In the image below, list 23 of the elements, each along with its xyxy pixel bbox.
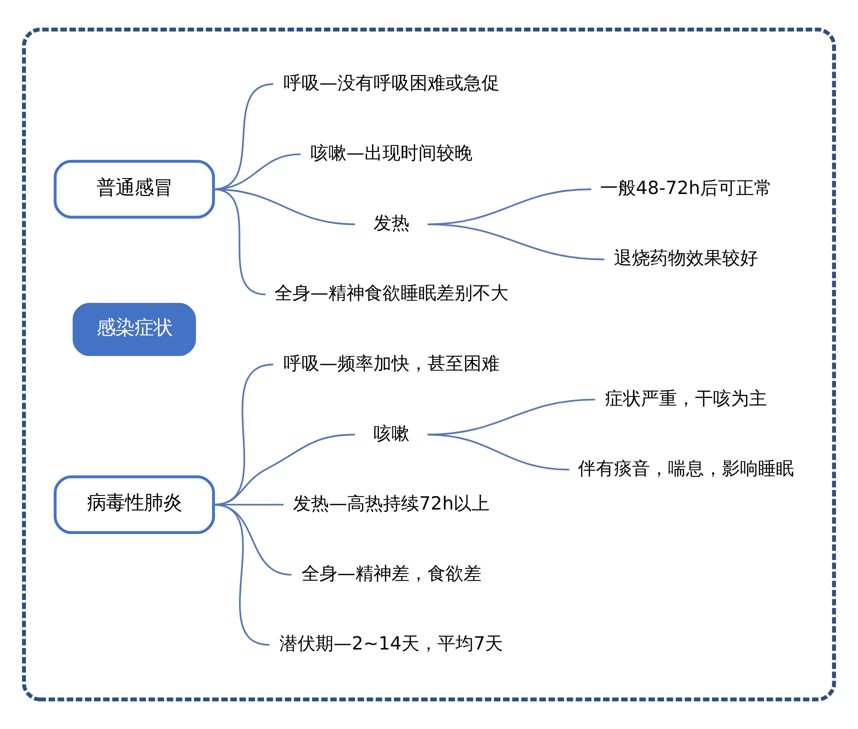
connector xyxy=(213,83,274,190)
connector xyxy=(428,188,592,226)
node-box: 病毒性肺炎 xyxy=(54,475,215,534)
node-text: 伴有痰音，喘息，影响睡眠 xyxy=(578,458,794,480)
connector xyxy=(213,188,266,296)
node-text: 咳嗽—出现时间较晚 xyxy=(310,143,472,164)
node-box: 普通感冒 xyxy=(54,160,215,219)
node-box: 感染症状 xyxy=(72,302,196,356)
node-text: 发热 xyxy=(373,213,410,234)
node-text: 呼吸—频率加快，甚至困难 xyxy=(283,353,500,374)
connector xyxy=(213,364,274,506)
cluster xyxy=(22,28,836,702)
node-text: 发热—高热持续72h以上 xyxy=(292,494,490,515)
node-text: 退烧药物效果较好 xyxy=(614,248,758,270)
node-text: 咳嗽 xyxy=(373,423,410,444)
node-text: 潜伏期—2~14天，平均7天 xyxy=(280,634,504,655)
node-text: 全身—精神食欲睡眠差别不大 xyxy=(274,283,508,304)
connector xyxy=(213,434,356,506)
node-text: 症状严重，干咳为主 xyxy=(605,388,768,410)
connector xyxy=(428,398,596,436)
node-text: 呼吸—没有呼吸困难或急促 xyxy=(283,72,500,94)
node-text: 全身—精神差，食欲差 xyxy=(301,564,482,585)
node-text: 一般48-72h后可正常 xyxy=(600,178,772,200)
